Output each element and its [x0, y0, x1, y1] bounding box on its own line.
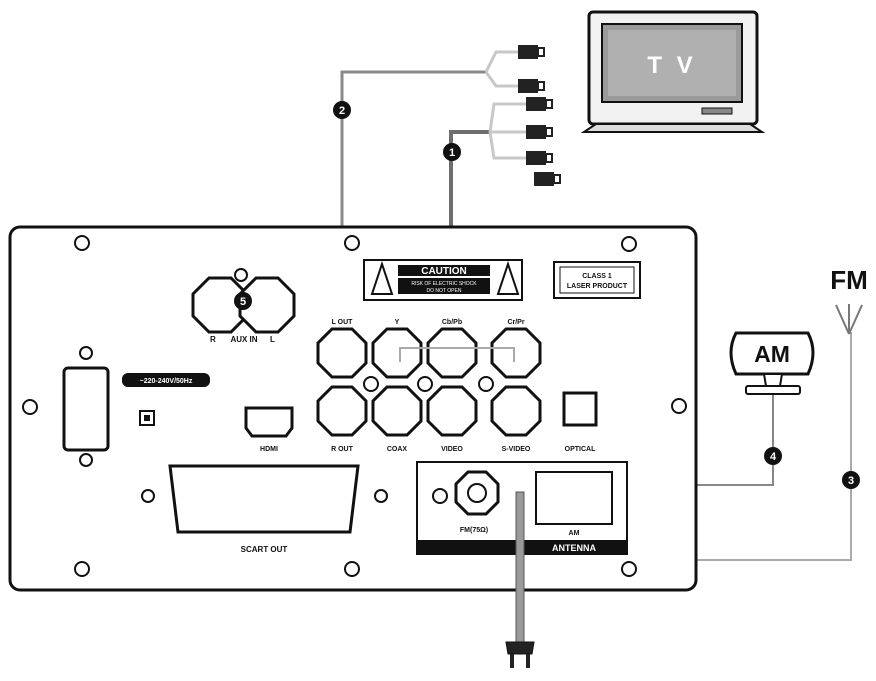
screw-hole-icon: [79, 453, 93, 467]
rca-plug-icon: [518, 79, 545, 93]
hdmi-port: HDMI: [244, 406, 294, 453]
s-video-jack: [490, 385, 542, 437]
voltage-label: ~220-240V/50Hz: [140, 378, 193, 385]
power-cable: [505, 491, 535, 668]
marker-1: 1: [443, 143, 461, 161]
screw-hole-icon: [22, 399, 38, 415]
y-jack: [371, 327, 423, 379]
rca-jacks-top-row: L OUT Y Cb/Pb Cr/Pr: [316, 319, 542, 379]
screw-hole-icon: [234, 268, 248, 282]
warning-icon: [496, 260, 520, 295]
screw-hole-icon: [478, 376, 494, 392]
screw-hole-icon: [363, 376, 379, 392]
tv-label: T V: [647, 52, 696, 79]
am-label: AM: [754, 341, 790, 367]
rca-plug-icon: [526, 151, 553, 165]
tv-set: T V: [580, 10, 766, 133]
rca-plug-icon: [526, 125, 553, 139]
power-socket: ~220-240V/50Hz: [62, 366, 210, 452]
laser-line-1: CLASS 1: [582, 273, 612, 280]
marker-5: 5: [234, 292, 252, 310]
marker-4: 4: [764, 447, 782, 465]
r-out-label: R OUT: [331, 446, 354, 453]
rca-plug-icon: [534, 172, 561, 186]
aux-in-label: AUX IN: [230, 335, 257, 344]
svg-text:5: 5: [240, 296, 246, 308]
screw-hole-icon: [374, 489, 388, 503]
cr-pr-label: Cr/Pr: [507, 319, 524, 326]
aux-l-label: L: [270, 335, 275, 344]
antenna-label: ANTENNA: [552, 543, 596, 553]
rca-plug-icon: [518, 45, 545, 59]
l-out-label: L OUT: [332, 319, 354, 326]
coax-label: COAX: [387, 446, 408, 453]
optical-port: [562, 391, 598, 427]
rca-plug-group-1: [526, 97, 561, 186]
fm-label: FM: [830, 265, 868, 295]
marker-3: 3: [842, 471, 860, 489]
cr-pr-jack: [490, 327, 542, 379]
marker-2: 2: [333, 101, 351, 119]
svg-text:2: 2: [339, 105, 345, 117]
hdmi-label: HDMI: [260, 446, 278, 453]
rca-plug-icon: [526, 97, 553, 111]
warning-icon: [370, 260, 394, 295]
am-loop-antenna: AM: [729, 331, 815, 395]
screw-hole-icon: [344, 235, 360, 251]
screw-hole-icon: [432, 488, 448, 504]
aux-r-label: R: [210, 335, 216, 344]
l-out-jack: [316, 327, 368, 379]
rca-plug-group-2: [518, 45, 545, 93]
am-antenna-label: AM: [569, 530, 580, 537]
laser-label: CLASS 1 LASER PRODUCT: [553, 261, 641, 299]
svg-text:3: 3: [848, 475, 854, 487]
coax-jack: [371, 385, 423, 437]
fm-wire-antenna: FM: [830, 265, 868, 335]
screw-hole-icon: [417, 376, 433, 392]
caution-title: CAUTION: [421, 266, 467, 277]
power-plug-icon: [505, 641, 535, 655]
y-label: Y: [395, 319, 400, 326]
rca-jacks-bottom-row: R OUT COAX VIDEO S-VIDEO OPTICAL: [316, 385, 598, 453]
svg-text:1: 1: [449, 147, 455, 159]
laser-line-2: LASER PRODUCT: [567, 283, 628, 290]
screw-hole-icon: [141, 489, 155, 503]
caution-label: CAUTION RISK OF ELECTRIC SHOCK DO NOT OP…: [363, 259, 523, 301]
screw-hole-icon: [74, 561, 90, 577]
screw-hole-icon: [621, 561, 637, 577]
optical-label: OPTICAL: [565, 446, 596, 453]
screw-hole-icon: [79, 346, 93, 360]
caution-line-1: RISK OF ELECTRIC SHOCK: [411, 281, 477, 287]
video-jack: [426, 385, 478, 437]
screw-hole-icon: [621, 236, 637, 252]
screw-hole-icon: [671, 398, 687, 414]
scart-label: SCART OUT: [241, 545, 288, 554]
screw-hole-icon: [344, 561, 360, 577]
cb-pb-label: Cb/Pb: [442, 319, 462, 326]
aux-in-jacks: R AUX IN L: [191, 276, 296, 344]
scart-port: SCART OUT: [168, 464, 360, 554]
aux-r-jack: [191, 276, 249, 334]
svg-text:4: 4: [770, 451, 777, 463]
caution-line-2: DO NOT OPEN: [427, 288, 462, 294]
cb-pb-jack: [426, 327, 478, 379]
mounting-holes: [22, 235, 687, 577]
am-antenna-terminal: [535, 471, 613, 525]
video-label: VIDEO: [441, 446, 463, 453]
s-video-label: S-VIDEO: [502, 446, 531, 453]
screw-hole-icon: [74, 235, 90, 251]
fm-antenna-label: FM(75Ω): [460, 527, 488, 534]
r-out-jack: [316, 385, 368, 437]
